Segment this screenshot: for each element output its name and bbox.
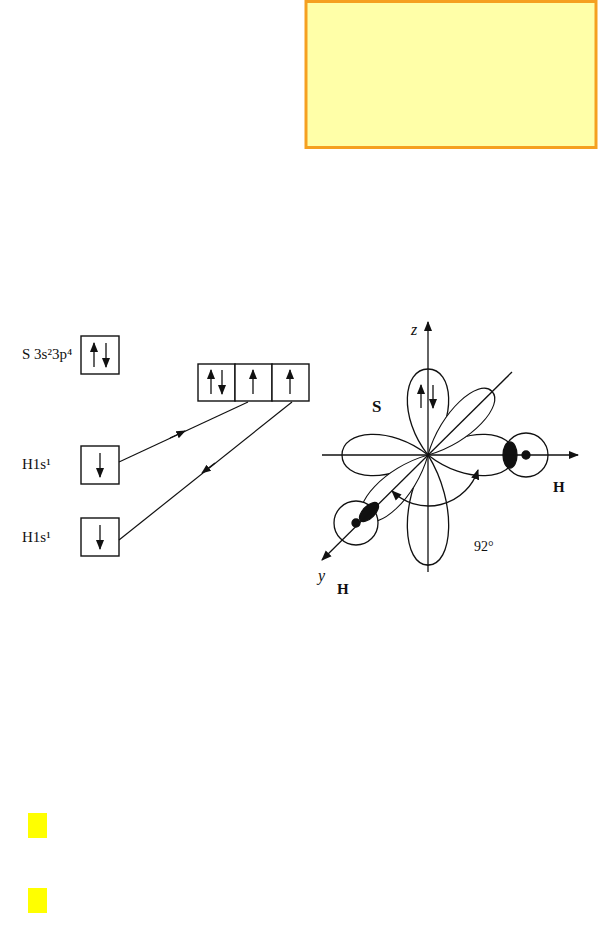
- hydrogen-atoms: [334, 433, 548, 545]
- configuration-label: S 3s²3p⁴: [22, 347, 72, 362]
- angle-label: 92°: [474, 540, 494, 554]
- lone-pair-arrows: [421, 385, 433, 408]
- axis-label: z: [411, 322, 417, 338]
- note-box: [306, 2, 596, 148]
- highlight-mark: [28, 888, 47, 913]
- configuration-label: H1s¹: [22, 457, 51, 472]
- atom-label: H: [553, 480, 565, 495]
- spin-arrows: [94, 343, 290, 549]
- orbital-boxes: [81, 336, 309, 556]
- axis-label: y: [318, 568, 325, 584]
- atom-label: H: [337, 582, 349, 597]
- highlight-mark: [28, 813, 47, 838]
- atom-label: S: [372, 398, 381, 415]
- configuration-label: H1s¹: [22, 530, 51, 545]
- axes: [322, 322, 578, 572]
- pairing-lines: [119, 402, 292, 540]
